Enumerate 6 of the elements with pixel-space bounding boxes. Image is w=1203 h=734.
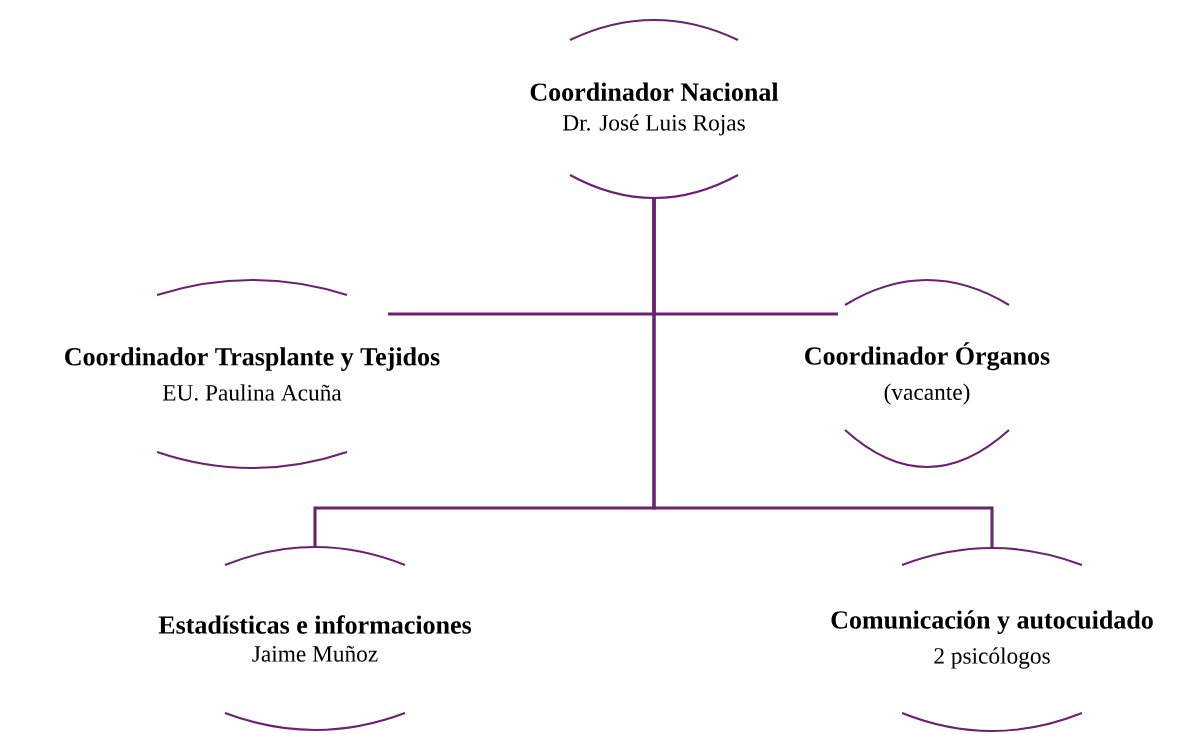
bracketed-title-box: Coordinador Órganos (vacante) [805,278,1050,469]
bracketed-title-box: Coordinador Trasplante y Tejidos EU. Paulina Acuña [65,278,440,469]
bracketed-title-box: Comunicación y autocuidado 2 psicólogos [831,546,1153,733]
connector-line [652,198,994,548]
bracketed-title-box: Coordinador Nacional Dr. José Luis Rojas [530,19,779,199]
bracketed-title-box: Estadísticas e informaciones Jaime Muñoz [158,545,472,732]
